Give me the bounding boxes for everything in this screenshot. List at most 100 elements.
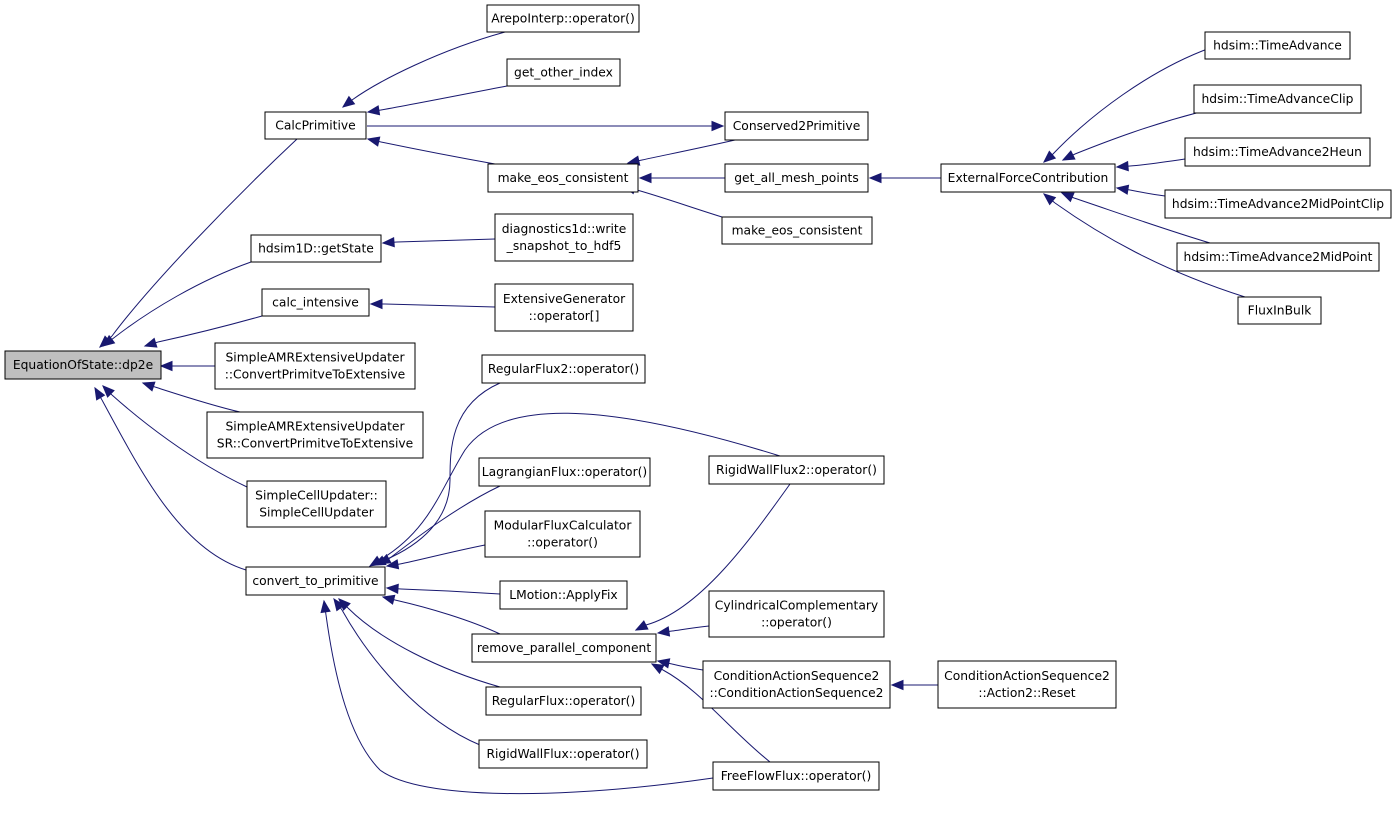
arrowhead bbox=[141, 381, 156, 392]
node-label: SimpleCellUpdater bbox=[259, 506, 375, 520]
node-rwf[interactable]: RigidWallFlux::operator() bbox=[478, 739, 648, 769]
node-box bbox=[471, 633, 657, 663]
edge-line bbox=[384, 303, 496, 308]
node-ffflux[interactable]: FreeFlowFlux::operator() bbox=[712, 761, 880, 791]
node-box bbox=[937, 660, 1117, 709]
edge-line bbox=[1129, 158, 1186, 167]
node-label: hdsim::TimeAdvance2MidPoint bbox=[1184, 250, 1373, 264]
arrowhead bbox=[320, 599, 331, 614]
node-label: ArepoInterp::operator() bbox=[491, 12, 635, 26]
edge-ta2mpc-to-efc bbox=[1115, 184, 1166, 197]
node-label: FluxInBulk bbox=[1248, 304, 1313, 318]
node-mec1[interactable]: make_eos_consistent bbox=[487, 163, 639, 193]
node-box bbox=[214, 342, 416, 390]
node-box bbox=[485, 686, 642, 716]
edge-line bbox=[396, 238, 496, 243]
node-cons2prim[interactable]: Conserved2Primitive bbox=[724, 111, 869, 141]
node-box bbox=[486, 4, 640, 33]
node-label: ConditionActionSequence2 bbox=[944, 669, 1110, 683]
edge-line bbox=[636, 189, 723, 218]
node-label: calc_intensive bbox=[272, 296, 359, 310]
node-ta[interactable]: hdsim::TimeAdvance bbox=[1204, 31, 1351, 60]
node-cas2r[interactable]: ConditionActionSequence2::Action2::Reset bbox=[937, 660, 1117, 709]
edge-line bbox=[380, 141, 496, 165]
edge-tac-to-efc bbox=[1061, 111, 1201, 161]
edge-line bbox=[347, 607, 501, 688]
node-mfc[interactable]: ModularFluxCalculator::operator() bbox=[484, 510, 641, 558]
node-box bbox=[1193, 84, 1362, 114]
nodes-layer: EquationOfState::dp2e CalcPrimitivehdsim1… bbox=[4, 4, 1392, 791]
edge-ta2mp-to-efc bbox=[1060, 192, 1211, 244]
node-label: ::operator() bbox=[761, 616, 832, 630]
node-box bbox=[506, 58, 621, 87]
edges-layer bbox=[94, 31, 1246, 795]
arrowhead bbox=[159, 360, 173, 372]
node-rf[interactable]: RegularFlux::operator() bbox=[485, 686, 642, 716]
node-ta2h[interactable]: hdsim::TimeAdvance2Heun bbox=[1184, 137, 1371, 167]
arrowhead bbox=[143, 337, 158, 348]
node-label: RigidWallFlux::operator() bbox=[486, 747, 639, 761]
node-label: hdsim::TimeAdvance bbox=[1213, 39, 1342, 53]
node-samr1[interactable]: SimpleAMRExtensiveUpdater::ConvertPrimit… bbox=[214, 342, 416, 390]
node-efc[interactable]: ExternalForceContribution bbox=[940, 163, 1116, 193]
node-label: Conserved2Primitive bbox=[733, 119, 861, 133]
node-label: ModularFluxCalculator bbox=[494, 519, 633, 533]
node-box bbox=[250, 234, 382, 263]
edge-line bbox=[645, 483, 791, 626]
edge-lagr-to-c2p bbox=[377, 485, 501, 565]
edge-cas2r-to-cas2 bbox=[890, 679, 938, 691]
arrowhead bbox=[102, 385, 115, 398]
arrowhead bbox=[638, 172, 652, 184]
arrowhead bbox=[656, 626, 671, 637]
arrowhead bbox=[1043, 150, 1057, 163]
arrowhead bbox=[890, 679, 904, 691]
edge-extgen-to-calcint bbox=[369, 298, 496, 310]
node-goi[interactable]: get_other_index bbox=[506, 58, 621, 87]
edge-cons2prim-to-mec1 bbox=[626, 139, 736, 166]
node-box bbox=[702, 660, 891, 709]
node-label: remove_parallel_component bbox=[477, 641, 651, 655]
node-cylc[interactable]: CylindricalComplementary::operator() bbox=[708, 590, 885, 638]
node-box bbox=[478, 457, 651, 487]
node-box bbox=[478, 739, 648, 769]
node-c2p[interactable]: convert_to_primitive bbox=[245, 566, 386, 596]
node-d1d[interactable]: diagnostics1d::write_snapshot_to_hdf5 bbox=[494, 213, 634, 262]
node-mec2[interactable]: make_eos_consistent bbox=[721, 216, 873, 245]
arrowhead bbox=[650, 663, 665, 675]
node-label: hdsim1D::getState bbox=[258, 242, 374, 256]
arrowhead bbox=[333, 597, 346, 612]
node-box bbox=[245, 566, 386, 596]
node-root[interactable]: EquationOfState::dp2e bbox=[4, 350, 162, 380]
node-samr2[interactable]: SimpleAMRExtensiveUpdaterSR::ConvertPrim… bbox=[206, 411, 424, 459]
edge-line bbox=[389, 485, 501, 559]
node-hdsim1d[interactable]: hdsim1D::getState bbox=[250, 234, 382, 263]
node-ta2mp[interactable]: hdsim::TimeAdvance2MidPoint bbox=[1176, 242, 1380, 272]
node-rwf2[interactable]: RigidWallFlux2::operator() bbox=[708, 455, 885, 485]
node-gamp[interactable]: get_all_mesh_points bbox=[724, 163, 869, 193]
node-label: ExternalForceContribution bbox=[948, 171, 1109, 185]
node-calcint[interactable]: calc_intensive bbox=[261, 288, 370, 317]
node-fib[interactable]: FluxInBulk bbox=[1237, 296, 1322, 325]
node-tac[interactable]: hdsim::TimeAdvanceClip bbox=[1193, 84, 1362, 114]
node-rpc[interactable]: remove_parallel_component bbox=[471, 633, 657, 663]
node-box bbox=[940, 163, 1116, 193]
edge-arepo-to-calcprim bbox=[341, 31, 506, 108]
node-scu[interactable]: SimpleCellUpdater::SimpleCellUpdater bbox=[246, 480, 387, 528]
node-box bbox=[494, 213, 634, 262]
node-rf2[interactable]: RegularFlux2::operator() bbox=[481, 354, 646, 384]
node-box bbox=[724, 163, 869, 193]
node-calcprim[interactable]: CalcPrimitive bbox=[264, 111, 367, 140]
node-label: ::ConditionActionSequence2 bbox=[710, 686, 884, 700]
node-cas2[interactable]: ConditionActionSequence2::ConditionActio… bbox=[702, 660, 891, 709]
node-lmot[interactable]: LMotion::ApplyFix bbox=[499, 580, 628, 610]
edge-line bbox=[384, 382, 501, 561]
node-label: convert_to_primitive bbox=[252, 574, 378, 588]
node-box bbox=[487, 163, 639, 193]
node-ta2mpc[interactable]: hdsim::TimeAdvance2MidPointClip bbox=[1164, 189, 1392, 219]
edge-mec1-to-calcprim bbox=[366, 136, 496, 165]
node-lagr[interactable]: LagrangianFlux::operator() bbox=[478, 457, 651, 487]
node-extgen[interactable]: ExtensiveGenerator::operator[] bbox=[494, 283, 634, 332]
node-arepo[interactable]: ArepoInterp::operator() bbox=[486, 4, 640, 33]
node-label: LagrangianFlux::operator() bbox=[482, 465, 647, 479]
